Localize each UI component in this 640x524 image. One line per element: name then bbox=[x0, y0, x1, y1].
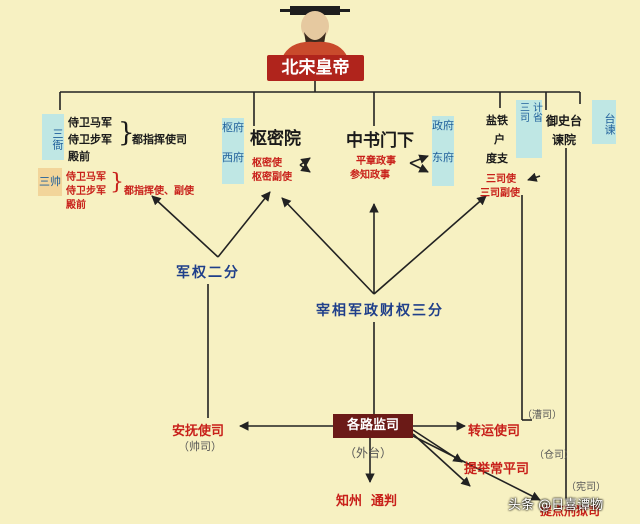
emperor-box: 北宋皇帝 bbox=[267, 55, 364, 81]
tiju-label: 提举常平司 bbox=[464, 462, 530, 477]
shumi-title: 枢密院 bbox=[250, 129, 301, 149]
shumi-side1: 枢府 bbox=[222, 121, 244, 134]
sansi-item1: 盐铁 bbox=[486, 114, 508, 127]
zhongshu-side1: 政府 bbox=[432, 119, 454, 132]
anfu-label: 安抚使司 bbox=[172, 424, 225, 439]
zhuanyun-label: 转运使司 bbox=[468, 424, 521, 439]
tiju-tag: （仓司） bbox=[534, 450, 574, 461]
zhuanyun-tag: （漕司） bbox=[522, 410, 562, 421]
center-sub: （外台） bbox=[344, 446, 393, 460]
zhongshu-title: 中书门下 bbox=[346, 131, 414, 151]
sansi-side1: 三司 bbox=[517, 102, 529, 122]
watermark: 头条 @日喜谭物 bbox=[508, 498, 604, 513]
bottom-label: 知州 通判 bbox=[336, 494, 398, 509]
sanshuai-box: 三帅 bbox=[38, 168, 62, 196]
center-box: 各路监司 bbox=[333, 414, 413, 438]
sansi-side-box: 三司 计省 bbox=[516, 100, 542, 158]
shumi-side2: 西府 bbox=[222, 151, 244, 164]
sanshuai-red3: 殿前 bbox=[66, 200, 86, 211]
shumi-side-box: 枢府 西府 bbox=[222, 118, 244, 184]
sanya-line1: 侍卫马军 bbox=[68, 116, 112, 129]
three-powers-label: 宰相军政财权三分 bbox=[316, 303, 444, 319]
zhongshu-side-box: 政府 东府 bbox=[432, 116, 454, 186]
bottom-right-label: 提点刑狱司 bbox=[540, 504, 601, 518]
xian-tag: （宪司） bbox=[566, 482, 606, 493]
sansi-item2: 户 bbox=[494, 133, 505, 146]
zhongshu-side2: 东府 bbox=[432, 151, 454, 164]
sanshuai-suffix: 都指挥使、副使 bbox=[124, 186, 194, 197]
brace: } bbox=[118, 118, 135, 148]
zhongshu-red1: 平章政事 bbox=[356, 156, 396, 167]
shumi-red1: 枢密使 bbox=[252, 158, 282, 169]
yushi-title: 御史台 bbox=[546, 114, 583, 128]
sanya-suffix: 都指挥使司 bbox=[132, 133, 187, 146]
emperor-portrait-icon bbox=[280, 6, 350, 58]
military-label: 军权二分 bbox=[176, 265, 240, 281]
shumi-red2: 枢密副使 bbox=[252, 172, 292, 183]
sansi-side2: 计省 bbox=[530, 102, 542, 122]
sanya-box: 三衙 bbox=[42, 114, 64, 160]
zhongshu-red2: 参知政事 bbox=[350, 170, 390, 181]
taijian-box: 台谏 bbox=[592, 100, 616, 144]
sanya-line2: 侍卫步军 bbox=[68, 133, 112, 146]
sansi-red1: 三司使 bbox=[486, 174, 516, 185]
brace-red: } bbox=[110, 170, 124, 195]
yushi-sub: 谏院 bbox=[552, 133, 577, 147]
anfu-sub: （帅司） bbox=[178, 440, 222, 453]
sansi-item3: 度支 bbox=[486, 152, 508, 165]
sanya-line3: 殿前 bbox=[68, 150, 90, 163]
sanshuai-red2: 侍卫步军 bbox=[66, 186, 106, 197]
sanshuai-red1: 侍卫马军 bbox=[66, 172, 106, 183]
sansi-red2: 三司副使 bbox=[480, 188, 520, 199]
